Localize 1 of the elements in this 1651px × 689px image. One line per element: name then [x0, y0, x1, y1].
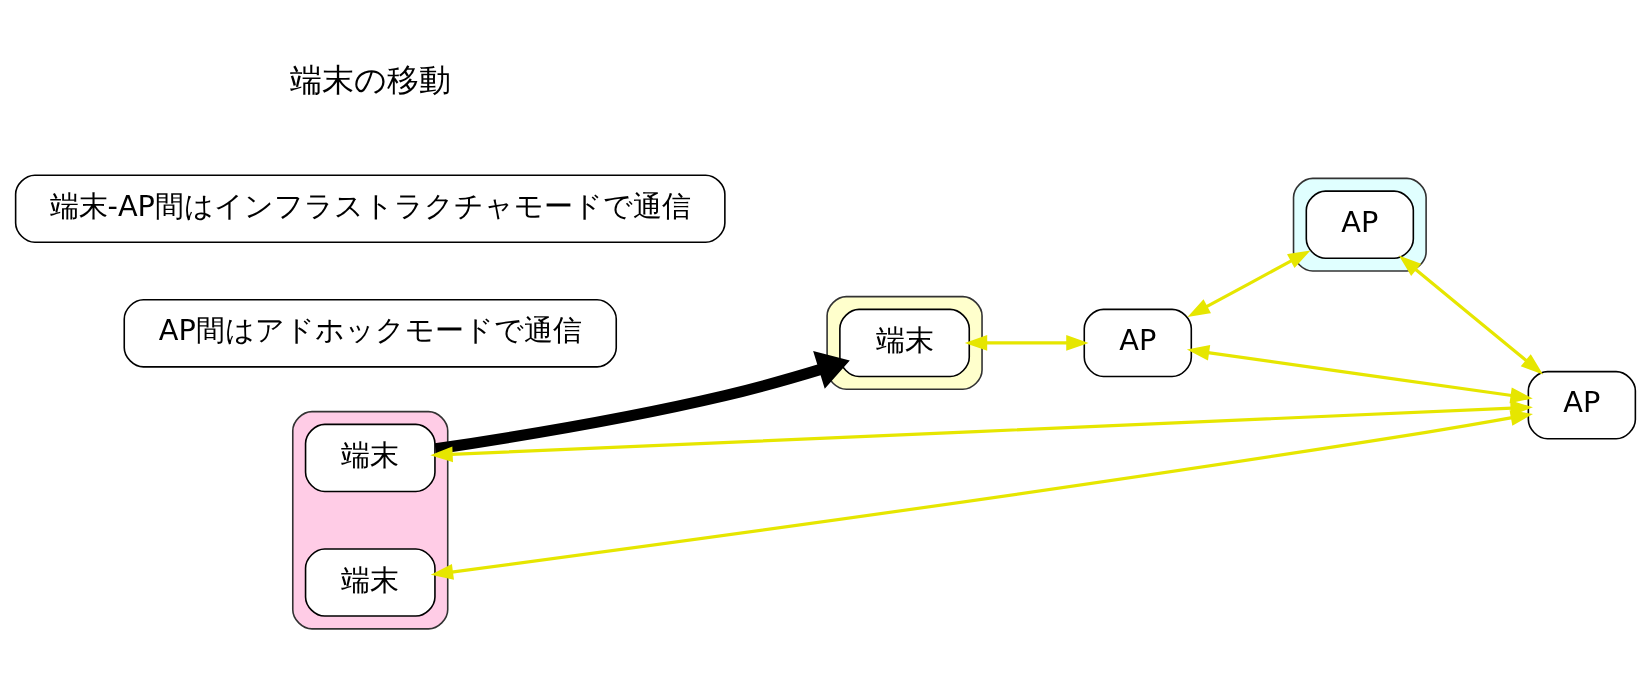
- label: 端末の移動: [289, 60, 451, 99]
